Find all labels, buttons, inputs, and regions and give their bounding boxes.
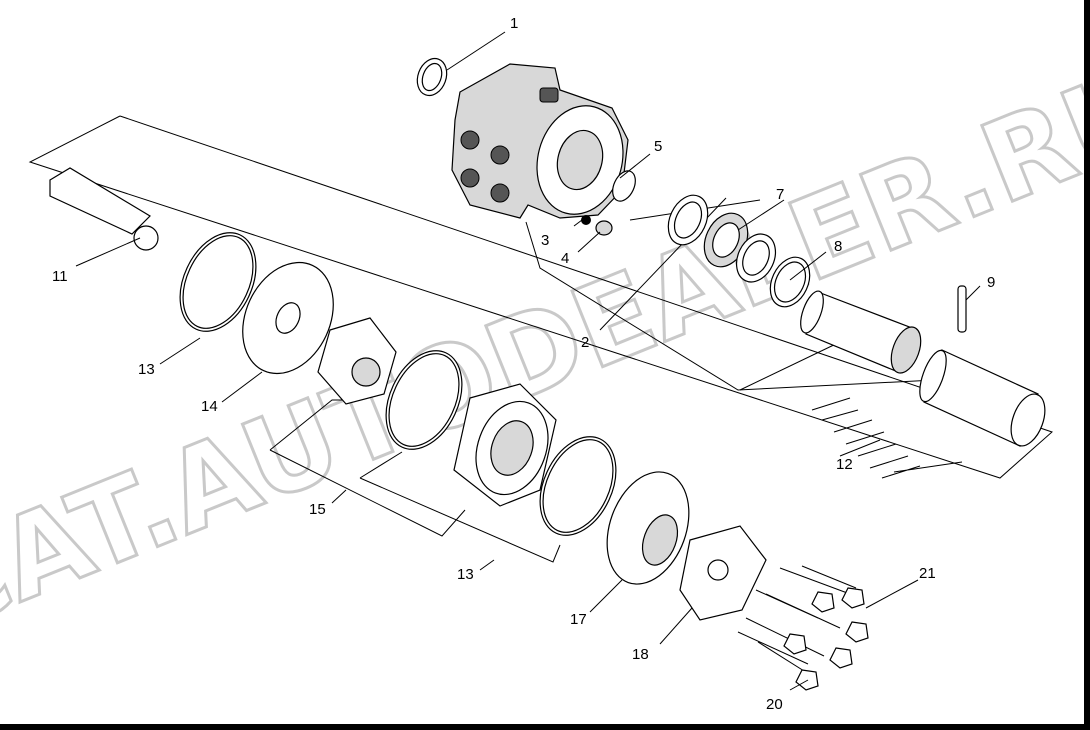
label-13-top: 13	[138, 361, 155, 378]
label-9: 9	[987, 274, 995, 291]
part-13-ring-mid	[385, 350, 463, 450]
label-15: 15	[309, 501, 326, 518]
bolts-20-21	[737, 565, 869, 691]
callout-labels: 1 2 3 4 5 7 8 9 11 12 13 13 14 15 17 18 …	[52, 15, 995, 713]
part-17-end-cap	[606, 471, 690, 585]
part-15-rotor	[317, 317, 397, 405]
label-5: 5	[654, 138, 662, 155]
part-2-housing	[451, 63, 629, 219]
assembly-outline	[28, 115, 1053, 479]
part-13-ring-top	[179, 232, 257, 332]
part-7-bearing	[667, 194, 777, 283]
part-18-plate	[679, 525, 767, 621]
part-3-ball	[581, 215, 591, 225]
label-14: 14	[201, 398, 218, 415]
part-5-ring	[612, 170, 636, 202]
bracket-15	[269, 399, 466, 537]
bracket-13	[359, 477, 561, 563]
label-12: 12	[836, 456, 853, 473]
part-15-stator	[453, 383, 557, 507]
part-11-shaft	[49, 167, 159, 251]
label-2: 2	[581, 334, 589, 351]
label-13-bottom: 13	[457, 566, 474, 583]
sleeve	[919, 349, 1046, 447]
part-4-screw	[595, 220, 613, 236]
spool	[800, 290, 922, 374]
label-1: 1	[510, 15, 518, 32]
label-18: 18	[632, 646, 649, 663]
label-7: 7	[776, 186, 784, 203]
label-21: 21	[919, 565, 936, 582]
label-17: 17	[570, 611, 587, 628]
part-9-pin	[957, 285, 967, 333]
label-3: 3	[541, 232, 549, 249]
label-8: 8	[834, 238, 842, 255]
part-14-plate	[242, 261, 334, 375]
part-1-seal	[416, 57, 448, 97]
part-12-springs	[811, 397, 963, 479]
label-4: 4	[561, 250, 569, 267]
label-20: 20	[766, 696, 783, 713]
part-8-ring	[769, 256, 811, 308]
part-13-ring-low	[539, 436, 617, 536]
leader-lines	[75, 31, 981, 691]
label-11: 11	[52, 268, 68, 285]
